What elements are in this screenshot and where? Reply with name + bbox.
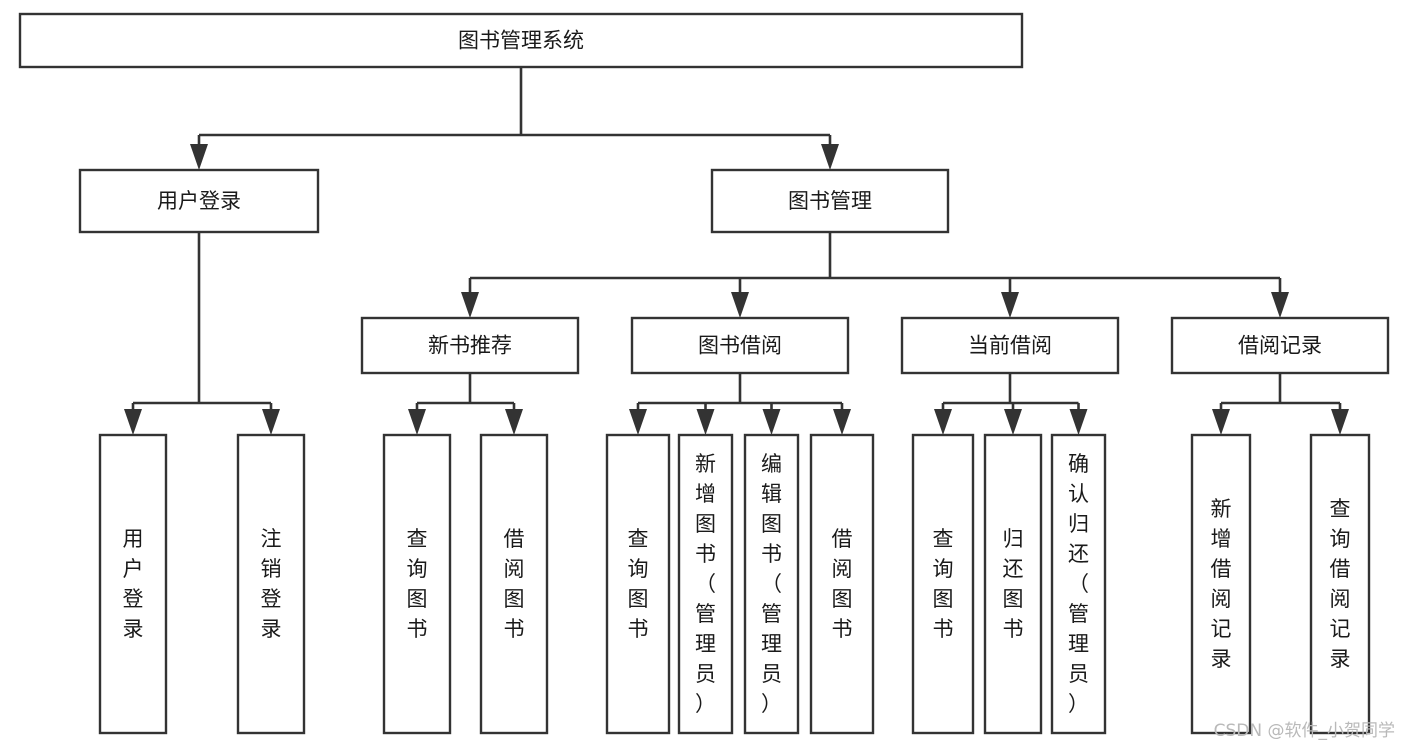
node-box[interactable] [236, 433, 306, 735]
node-label: 用户登录 [123, 527, 144, 641]
node-box[interactable] [630, 316, 850, 375]
node-d1[interactable]: 查询图书 [911, 433, 975, 735]
arrow-head-icon [1271, 292, 1289, 318]
node-label: 图书管理系统 [458, 29, 584, 53]
arrow-head-icon [408, 409, 426, 435]
node-box[interactable] [743, 433, 800, 735]
node-box[interactable] [382, 433, 452, 735]
node-c4[interactable]: 借阅图书 [809, 433, 875, 735]
node-box[interactable] [1170, 316, 1390, 375]
arrow-head-icon [934, 409, 952, 435]
node-box[interactable] [900, 316, 1120, 375]
node-box[interactable] [360, 316, 580, 375]
node-box[interactable] [78, 168, 320, 234]
node-box[interactable] [911, 433, 975, 735]
node-layer: 图书管理系统用户登录图书管理新书推荐图书借阅当前借阅借阅记录用户登录注销登录查询… [18, 12, 1390, 735]
node-label: 归还图书 [1003, 527, 1024, 641]
node-label: 查询借阅记录 [1330, 497, 1351, 671]
node-b2[interactable]: 借阅图书 [479, 433, 549, 735]
arrow-head-icon [1069, 409, 1088, 435]
arrow-head-icon [1001, 292, 1019, 318]
node-a1[interactable]: 用户登录 [98, 433, 168, 735]
arrow-head-icon [1004, 409, 1022, 435]
node-label: 确认归还（管理员） [1068, 452, 1089, 716]
arrow-head-icon [190, 144, 208, 170]
node-a2[interactable]: 注销登录 [236, 433, 306, 735]
arrow-head-icon [461, 292, 479, 318]
node-e2[interactable]: 查询借阅记录 [1309, 433, 1371, 735]
arrow-head-icon [696, 409, 715, 435]
node-label: 注销登录 [261, 527, 282, 641]
node-l3b[interactable]: 图书借阅 [630, 316, 850, 375]
node-b1[interactable]: 查询图书 [382, 433, 452, 735]
node-label: 借阅图书 [832, 527, 853, 641]
node-label: 编辑图书（管理员） [761, 452, 782, 716]
node-l2b[interactable]: 图书管理 [710, 168, 950, 234]
node-label: 新书推荐 [428, 334, 512, 358]
node-c3[interactable]: 编辑图书（管理员） [743, 433, 800, 735]
node-d2[interactable]: 归还图书 [983, 433, 1043, 735]
node-box[interactable] [479, 433, 549, 735]
arrow-head-icon [731, 292, 749, 318]
node-d3[interactable]: 确认归还（管理员） [1050, 433, 1107, 735]
node-label: 当前借阅 [968, 334, 1052, 358]
arrow-head-icon [505, 409, 523, 435]
node-l3c[interactable]: 当前借阅 [900, 316, 1120, 375]
node-box[interactable] [710, 168, 950, 234]
node-box[interactable] [18, 12, 1024, 69]
node-box[interactable] [1309, 433, 1371, 735]
arrow-head-icon [1331, 409, 1349, 435]
node-l2a[interactable]: 用户登录 [78, 168, 320, 234]
node-label: 图书借阅 [698, 334, 782, 358]
arrow-head-icon [629, 409, 647, 435]
node-l3a[interactable]: 新书推荐 [360, 316, 580, 375]
node-box[interactable] [983, 433, 1043, 735]
node-c1[interactable]: 查询图书 [605, 433, 671, 735]
arrow-head-icon [124, 409, 142, 435]
node-root[interactable]: 图书管理系统 [18, 12, 1024, 69]
arrow-head-icon [262, 409, 280, 435]
arrow-head-icon [1212, 409, 1230, 435]
node-box[interactable] [1050, 433, 1107, 735]
node-l3d[interactable]: 借阅记录 [1170, 316, 1390, 375]
node-label: 查询图书 [407, 527, 428, 641]
node-c2[interactable]: 新增图书（管理员） [677, 433, 734, 735]
node-box[interactable] [98, 433, 168, 735]
node-box[interactable] [677, 433, 734, 735]
node-box[interactable] [605, 433, 671, 735]
node-label: 查询图书 [933, 527, 954, 641]
node-label: 图书管理 [788, 189, 872, 213]
node-label: 借阅记录 [1238, 334, 1322, 358]
node-label: 新增图书（管理员） [695, 452, 716, 716]
node-label: 借阅图书 [504, 527, 525, 641]
arrow-head-icon [762, 409, 781, 435]
node-label: 用户登录 [157, 189, 241, 213]
node-label: 新增借阅记录 [1211, 497, 1232, 671]
connector-layer [124, 67, 1349, 435]
arrow-head-icon [833, 409, 851, 435]
arrow-head-icon [821, 144, 839, 170]
node-box[interactable] [809, 433, 875, 735]
node-e1[interactable]: 新增借阅记录 [1190, 433, 1252, 735]
node-box[interactable] [1190, 433, 1252, 735]
node-label: 查询图书 [628, 527, 649, 641]
